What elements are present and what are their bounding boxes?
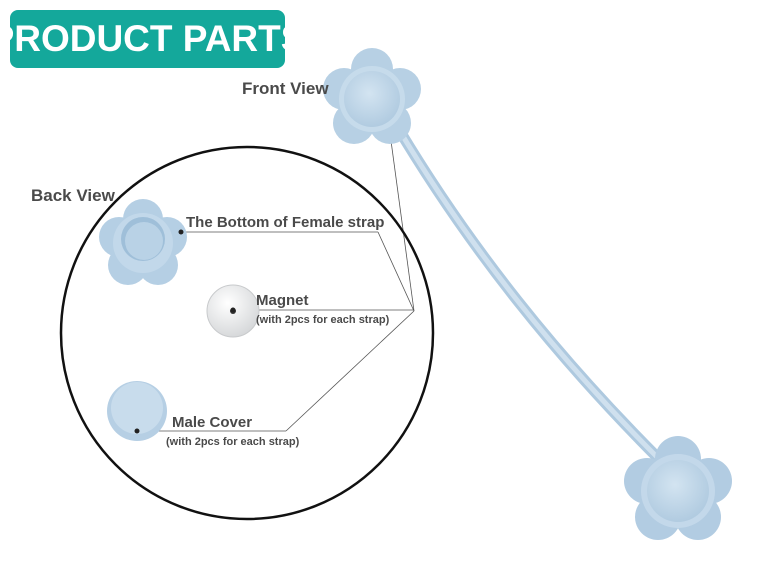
magnet-note: (with 2pcs for each strap) xyxy=(256,314,390,326)
pointer-dots xyxy=(134,229,236,434)
magnet-label: Magnet xyxy=(256,292,309,309)
male-cover-note: (with 2pcs for each strap) xyxy=(166,436,300,448)
detail-circle xyxy=(59,145,435,521)
female-bottom-label: The Bottom of Female strap xyxy=(186,214,385,231)
bottom-head xyxy=(624,436,732,540)
line-male-diag xyxy=(285,310,415,432)
male-cover-label: Male Cover xyxy=(172,414,253,431)
line-front xyxy=(388,125,415,312)
strap-band xyxy=(386,112,666,466)
male-cover-part xyxy=(107,381,167,441)
strap-assembly xyxy=(323,48,732,540)
back-view-label: Back View xyxy=(31,186,115,205)
page-title: PRODUCT PARTS xyxy=(0,18,306,59)
title-badge: PRODUCT PARTS xyxy=(0,10,305,68)
front-head xyxy=(323,48,421,144)
line-female-diag xyxy=(377,231,415,312)
front-view-label: Front View xyxy=(242,79,329,98)
female-bottom-part xyxy=(99,199,187,285)
connector-lines xyxy=(137,125,415,432)
